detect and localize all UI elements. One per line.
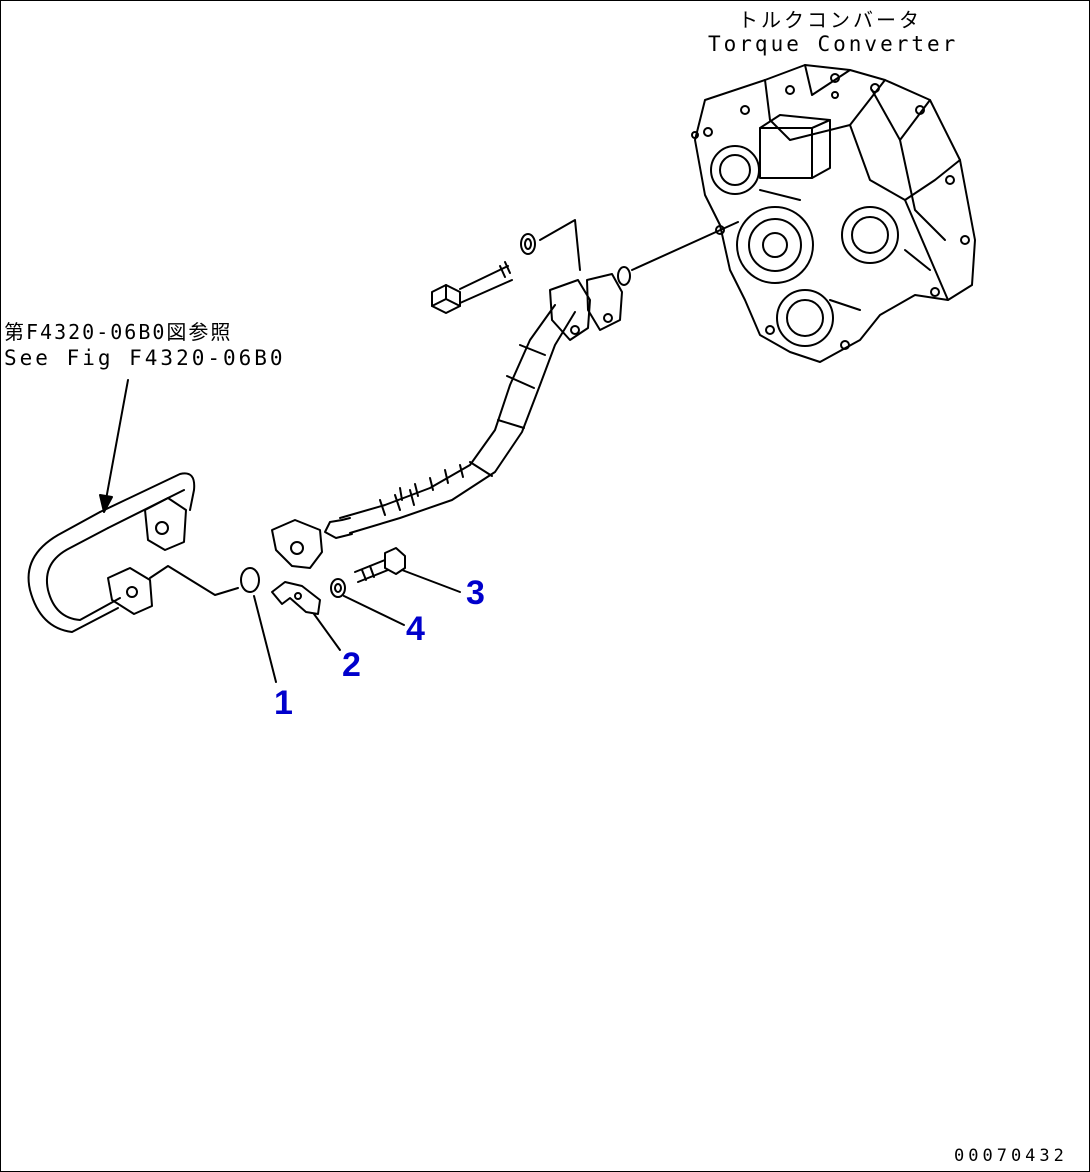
torque-converter-label-jp: トルクコンバータ	[738, 8, 922, 32]
callout-2[interactable]: 2	[342, 646, 361, 684]
hose-assembly	[271, 279, 591, 569]
reference-leader-line	[104, 379, 129, 506]
reference-label-jp: 第F4320-06B0図参照	[4, 320, 233, 344]
torque-converter-label-en: Torque Converter	[708, 32, 959, 56]
callout-4[interactable]: 4	[406, 610, 425, 648]
callout-3[interactable]: 3	[466, 574, 485, 612]
left-pipe-assembly	[27, 472, 239, 633]
reference-leader-arrow	[99, 494, 113, 513]
lower-fittings	[240, 547, 406, 615]
torque-converter-illustration	[691, 64, 976, 363]
upper-fittings	[431, 219, 739, 331]
callout-1[interactable]: 1	[274, 684, 293, 722]
leader-line-1	[253, 595, 277, 683]
drawing-number: 00070432	[954, 1146, 1068, 1166]
reference-label-en: See Fig F4320-06B0	[4, 346, 286, 370]
leader-line-2	[313, 613, 341, 651]
leader-line-3	[401, 569, 461, 593]
leader-line-4	[343, 595, 405, 626]
